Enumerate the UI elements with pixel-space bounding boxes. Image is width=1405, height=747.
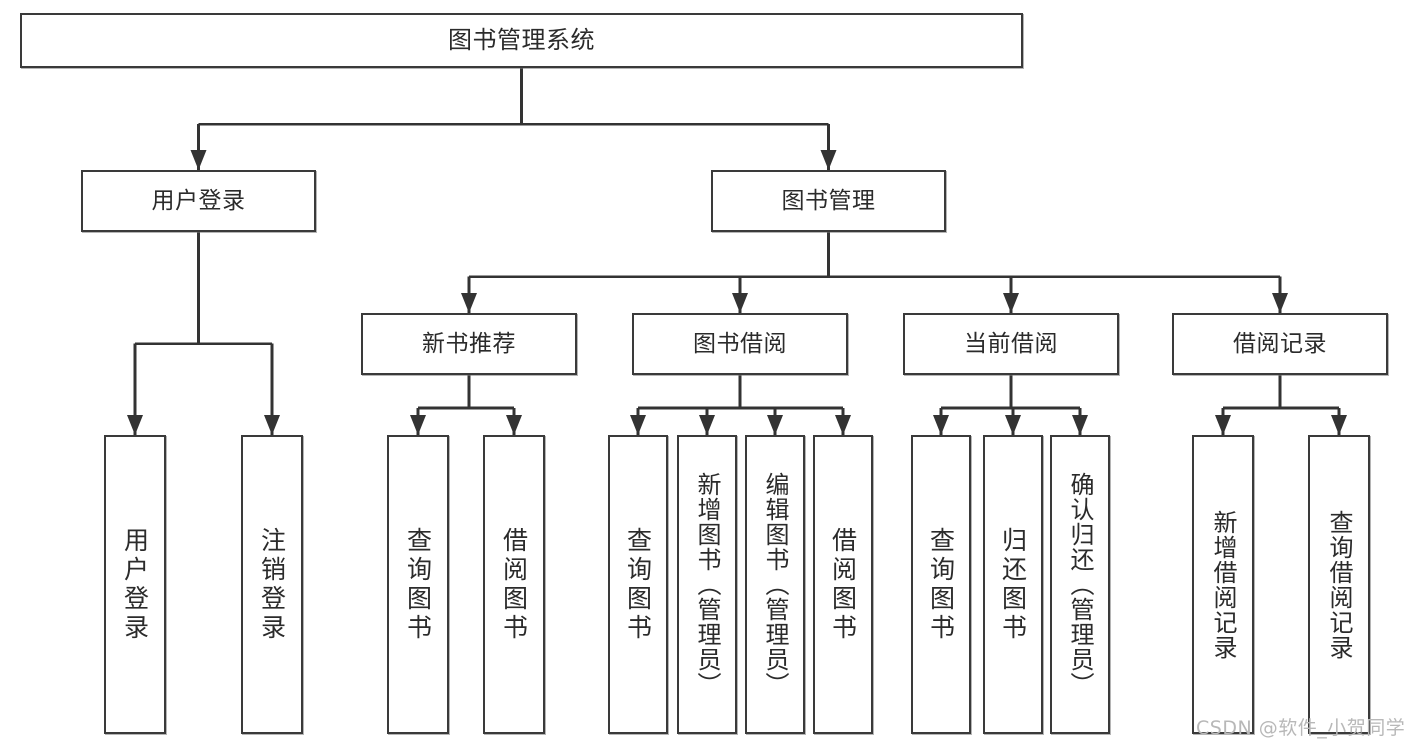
- node-leaf-add-book[interactable]: 新增图书（管理员）: [677, 435, 737, 734]
- node-label: 编辑图书（管理员）: [761, 472, 789, 697]
- node-label: 用户登录: [120, 526, 150, 643]
- node-label: 注销登录: [257, 526, 287, 643]
- node-leaf-borrow-book-2[interactable]: 借阅图书: [813, 435, 873, 734]
- node-book-manage[interactable]: 图书管理: [711, 170, 946, 232]
- node-root[interactable]: 图书管理系统: [20, 13, 1023, 68]
- node-label: 图书管理系统: [448, 25, 595, 54]
- node-label: 图书管理: [781, 187, 876, 214]
- node-label: 查询图书: [403, 526, 433, 643]
- node-book-borrow[interactable]: 图书借阅: [632, 313, 848, 375]
- node-label: 图书借阅: [693, 330, 787, 357]
- csdn-watermark: CSDN @软件_小贺同学: [1196, 717, 1405, 739]
- node-label: 借阅图书: [828, 526, 858, 643]
- node-label: 新书推荐: [422, 330, 516, 357]
- node-leaf-return-book[interactable]: 归还图书: [983, 435, 1043, 734]
- node-label: 当前借阅: [964, 330, 1058, 357]
- node-label: 查询图书: [926, 526, 956, 643]
- node-label: 借阅记录: [1233, 330, 1327, 357]
- node-leaf-query-book-2[interactable]: 查询图书: [608, 435, 668, 734]
- node-leaf-query-book-3[interactable]: 查询图书: [911, 435, 971, 734]
- node-label: 查询借阅记录: [1325, 509, 1353, 660]
- node-new-book-rec[interactable]: 新书推荐: [361, 313, 577, 375]
- node-leaf-query-record[interactable]: 查询借阅记录: [1308, 435, 1370, 734]
- node-leaf-user-login[interactable]: 用户登录: [104, 435, 166, 734]
- node-label: 新增图书（管理员）: [693, 472, 721, 697]
- node-label: 确认归还（管理员）: [1066, 472, 1094, 697]
- node-leaf-logout[interactable]: 注销登录: [241, 435, 303, 734]
- node-leaf-confirm-ret[interactable]: 确认归还（管理员）: [1050, 435, 1110, 734]
- node-label: 借阅图书: [499, 526, 529, 643]
- node-label: 查询图书: [623, 526, 653, 643]
- node-borrow-record[interactable]: 借阅记录: [1172, 313, 1388, 375]
- node-leaf-query-book-1[interactable]: 查询图书: [387, 435, 449, 734]
- node-label: 新增借阅记录: [1209, 509, 1237, 660]
- node-label: 归还图书: [998, 526, 1028, 643]
- node-current-borrow[interactable]: 当前借阅: [903, 313, 1119, 375]
- node-leaf-edit-book[interactable]: 编辑图书（管理员）: [745, 435, 805, 734]
- node-leaf-borrow-book-1[interactable]: 借阅图书: [483, 435, 545, 734]
- node-leaf-add-record[interactable]: 新增借阅记录: [1192, 435, 1254, 734]
- node-label: 用户登录: [151, 187, 246, 214]
- node-user-login[interactable]: 用户登录: [81, 170, 316, 232]
